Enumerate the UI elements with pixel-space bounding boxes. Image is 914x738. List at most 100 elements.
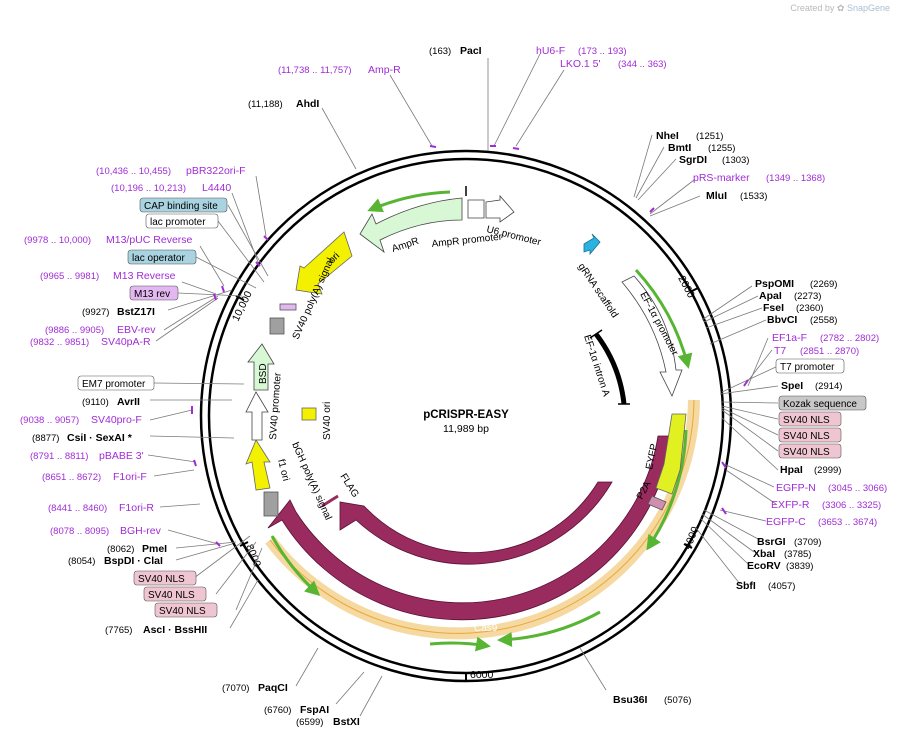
site-pos-fsei: (2360) [796, 303, 823, 314]
site-name-ahdi: AhdI [296, 98, 319, 110]
site-name-sgrdi: SgrDI [679, 154, 707, 166]
box-label-sv40-nls-2: SV40 NLS [783, 431, 830, 442]
snapgene-logo-icon: ✿ [836, 3, 845, 13]
primer-pos-m13-reverse: (9965 .. 9981) [40, 271, 99, 282]
primer-pos-pbr322ori-f: (10,436 .. 10,455) [96, 166, 171, 177]
green-arrow-2 [497, 610, 601, 647]
primer-name-egfp-c: EGFP-C [766, 516, 806, 528]
credit-brand: SnapGene [846, 3, 890, 13]
p2a-block [647, 495, 667, 511]
primer-name-pbr322ori-f: pBR322ori-F [186, 165, 246, 177]
box-label-sv40-nls-4: SV40 NLS [138, 574, 185, 585]
primer-name-egfp-n: EGFP-N [776, 482, 816, 494]
sv40-polya-block [269, 317, 285, 335]
site-name-csii: CsiI · SexAI * [67, 432, 133, 444]
primer-pos-egfp-n: (3045 .. 3066) [828, 483, 887, 494]
site-pos-bbvci: (2558) [810, 315, 837, 326]
primer-pos-ebv-rev: (9886 .. 9905) [45, 325, 104, 336]
feature-label-ef1a-intron: EF-1α intron A [581, 334, 611, 399]
site-name-paqci: PaqCI [258, 682, 288, 694]
site-pos-apai: (2273) [794, 291, 821, 302]
box-label-sv40-nls-1: SV40 NLS [783, 415, 830, 426]
site-name-bstxi: BstXI [333, 716, 360, 728]
primer-pos-t7: (2851 .. 2870) [800, 346, 859, 357]
site-name-bstz17i: BstZ17I [117, 306, 155, 318]
site-pos-pmei: (8062) [107, 544, 134, 555]
primer-name-ebv-rev: EBV-rev [117, 324, 156, 336]
primer-name-bgh-rev: BGH-rev [120, 525, 162, 537]
box-label-em7-promoter: EM7 promoter [82, 379, 146, 390]
feature-label-bgh-polya: bGH poly(A) signal [289, 441, 333, 522]
site-name-ecorv: EcoRV [747, 560, 781, 572]
primer-pos-prs-marker: (1349 .. 1368) [766, 173, 825, 184]
primer-name-sv40pro-f: SV40pro-F [91, 414, 142, 426]
plasmid-name: pCRISPR-EASY [423, 409, 509, 421]
primer-pos-egfp-c: (3653 .. 3674) [818, 517, 877, 528]
site-pos-pspomi: (2269) [810, 279, 837, 290]
site-name-fsei: FseI [763, 302, 784, 314]
green-arrow-ef1a [634, 268, 693, 369]
site-name-bsrgi: BsrGI [757, 536, 786, 548]
primer-pos-sv40pro-f: (9038 .. 9057) [20, 415, 79, 426]
ef1a-promoter-arrow [621, 275, 683, 397]
primer-name-t7: T7 [774, 345, 786, 357]
ori-arrow [295, 231, 353, 295]
sv40-promoter-arrow [245, 391, 269, 441]
site-name-bsu36i: Bsu36I [613, 694, 648, 706]
primer-pos-pbabe3: (8791 .. 8811) [30, 451, 88, 462]
primer-name-ef1a-f: EF1a-F [772, 332, 807, 344]
bgh-polya-block [263, 491, 279, 517]
tick-label-6000: 6000 [470, 669, 494, 681]
site-name-sbfi: SbfI [736, 580, 756, 592]
site-pos-mlui: (1533) [740, 191, 767, 202]
eyfp-arrow [655, 413, 687, 495]
site-pos-fspai: (6760) [264, 705, 291, 716]
site-name-bspdi: BspDI · ClaI [104, 555, 163, 567]
feature-label-eyfp: EYFP [644, 442, 660, 470]
green-arrow-4 [270, 535, 321, 597]
site-name-asci: AscI · BssHII [143, 624, 207, 636]
box-label-sv40-nls-6: SV40 NLS [159, 606, 206, 617]
primer-name-exfp-r: EXFP-R [771, 499, 810, 511]
plasmid-length: 11,989 bp [443, 423, 489, 435]
feature-label-sv40-ori: SV40 ori [322, 402, 333, 440]
box-label-t7-promoter: T7 promoter [780, 362, 835, 373]
primer-name-sv40pa-r: SV40pA-R [101, 336, 151, 348]
feature-label-flag: FLAG [337, 472, 360, 500]
site-pos-asci: (7765) [105, 625, 132, 636]
feature-label-f1-ori: f1 ori [275, 458, 291, 482]
primer-pos-f1ori-f: (8651 .. 8672) [42, 472, 101, 483]
grna-scaffold-arrow [583, 233, 601, 256]
site-name-bbvci: BbvCI [767, 314, 797, 326]
primer-pos-l4440: (10,196 .. 10,213) [111, 183, 186, 194]
site-pos-nhei: (1251) [696, 131, 723, 142]
site-pos-avrii: (9110) [82, 397, 109, 408]
primer-pos-m13puc: (9978 .. 10,000) [24, 235, 91, 246]
site-pos-sgrdi: (1303) [722, 155, 749, 166]
site-name-bmti: BmtI [668, 142, 691, 154]
site-name-fspai: FspAI [300, 704, 329, 716]
flag-mark [321, 494, 339, 508]
sv40-ori-block [301, 407, 317, 421]
cas9-inner-arrow [339, 481, 613, 565]
primer-pos-hu6-f: (173 .. 193) [578, 46, 627, 57]
site-pos-bstxi: (6599) [296, 717, 323, 728]
site-name-avrii: AvrII [117, 396, 140, 408]
primer-pos-bgh-rev: (8078 .. 8095) [50, 526, 109, 537]
site-pos-bsu36i: (5076) [664, 695, 691, 706]
box-label-lac-promoter: lac promoter [150, 217, 206, 228]
box-label-lac-operator: lac operator [132, 253, 185, 264]
site-pos-ahdi: (11,188) [248, 99, 283, 110]
green-arrow-3 [429, 636, 491, 652]
primer-name-prs-marker: pRS-marker [693, 172, 750, 184]
site-pos-paci: (163) [429, 46, 451, 57]
ampr-arrow [359, 197, 463, 254]
site-pos-bspdi: (8054) [68, 556, 95, 567]
site-name-apai: ApaI [759, 290, 782, 302]
box-label-kozak: Kozak sequence [783, 399, 857, 410]
site-pos-spei: (2914) [815, 381, 842, 392]
primer-name-m13puc: M13/pUC Reverse [106, 234, 193, 246]
leader-lines [147, 53, 779, 717]
m13-mini-block [279, 303, 297, 311]
